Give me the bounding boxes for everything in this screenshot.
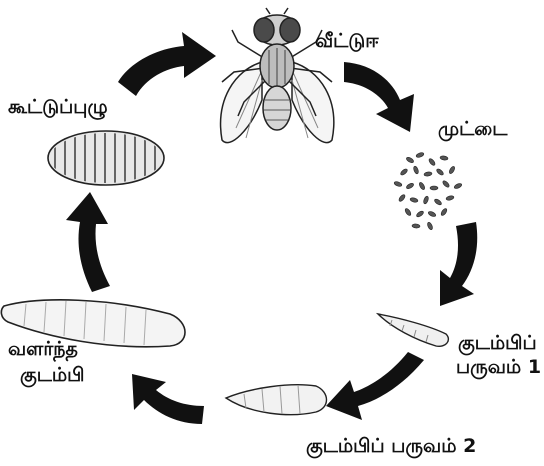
housefly-icon bbox=[221, 8, 334, 143]
cycle-arrow-icon bbox=[440, 222, 477, 306]
cycle-arrow-icon bbox=[344, 62, 414, 132]
pupa-icon bbox=[48, 131, 164, 185]
stage-label-pupa: கூட்டுப்புழு bbox=[8, 96, 108, 119]
stage-label-larva2: குடம்பிப் பருவம் 2 bbox=[306, 435, 476, 458]
stage-label-grown-larva-line1: வளர்ந்த bbox=[8, 338, 78, 361]
stage-label-grown-larva-line2: குடம்பி bbox=[20, 364, 85, 387]
stage-label-larva1-line2: பருவம் 1 bbox=[456, 356, 541, 379]
larva-small-icon bbox=[378, 314, 448, 346]
eggs-icon bbox=[394, 152, 463, 231]
stage-label-adult-fly: வீட்டுஈ bbox=[315, 30, 379, 53]
cycle-arrow-icon bbox=[132, 374, 204, 424]
cycle-arrow-icon bbox=[326, 352, 424, 420]
stage-label-eggs: முட்டை bbox=[438, 118, 507, 141]
stage-label-larva1-line1: குடம்பிப் bbox=[458, 332, 537, 355]
cycle-arrow-icon bbox=[118, 32, 216, 96]
larva-medium-icon bbox=[226, 385, 327, 415]
cycle-arrow-icon bbox=[66, 192, 110, 292]
